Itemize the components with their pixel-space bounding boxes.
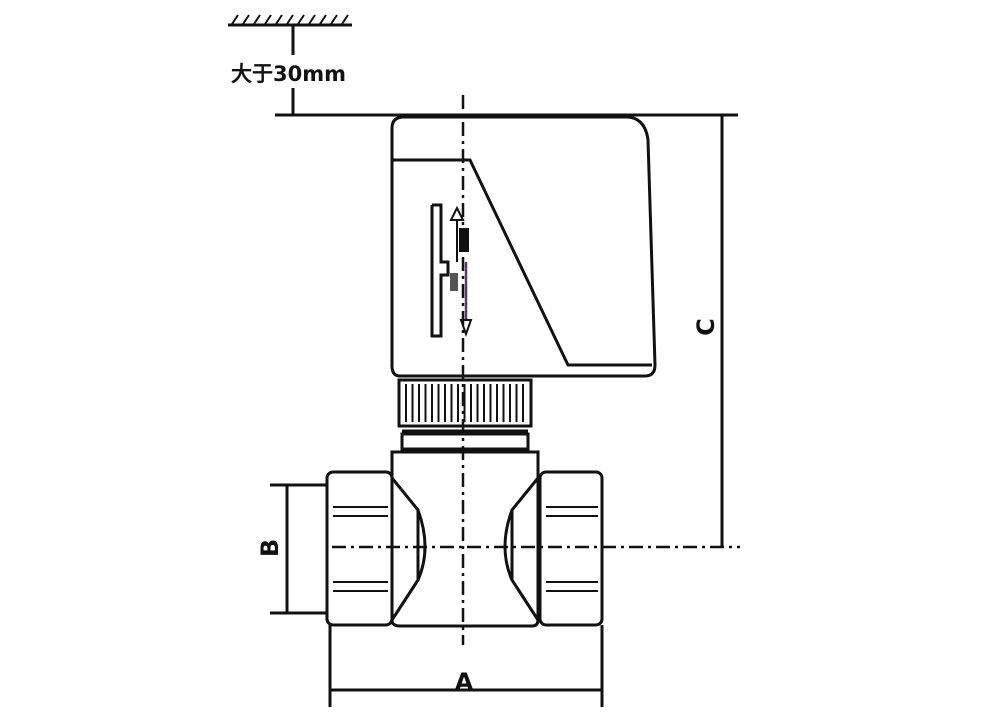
hatch-mark [308,14,316,25]
dimension-c-label: C [692,318,720,336]
ceiling-hatch [228,14,352,27]
knurled-ring [397,378,533,433]
dimension-b-label: B [256,539,284,557]
clearance-label: 大于30mm [231,62,346,86]
valve-body [390,450,540,628]
dimension-b: B [256,483,327,615]
hatch-mark [330,14,338,25]
dimension-a-label: A [455,668,474,696]
hatch-mark [341,14,349,25]
left-hex-nut [325,470,394,627]
actuator-housing [390,115,657,378]
hatch-mark [297,14,305,25]
hatch-mark [286,14,294,25]
hatch-mark [242,14,250,25]
dimension-a: A [328,625,604,707]
hatch-mark [319,14,327,25]
hatch-mark [264,14,272,25]
hatch-mark [275,14,283,25]
dimension-c: C [692,115,724,547]
neck [400,432,530,451]
hatch-mark [253,14,261,25]
hatch-mark [231,14,239,25]
right-hex-nut [538,470,604,627]
